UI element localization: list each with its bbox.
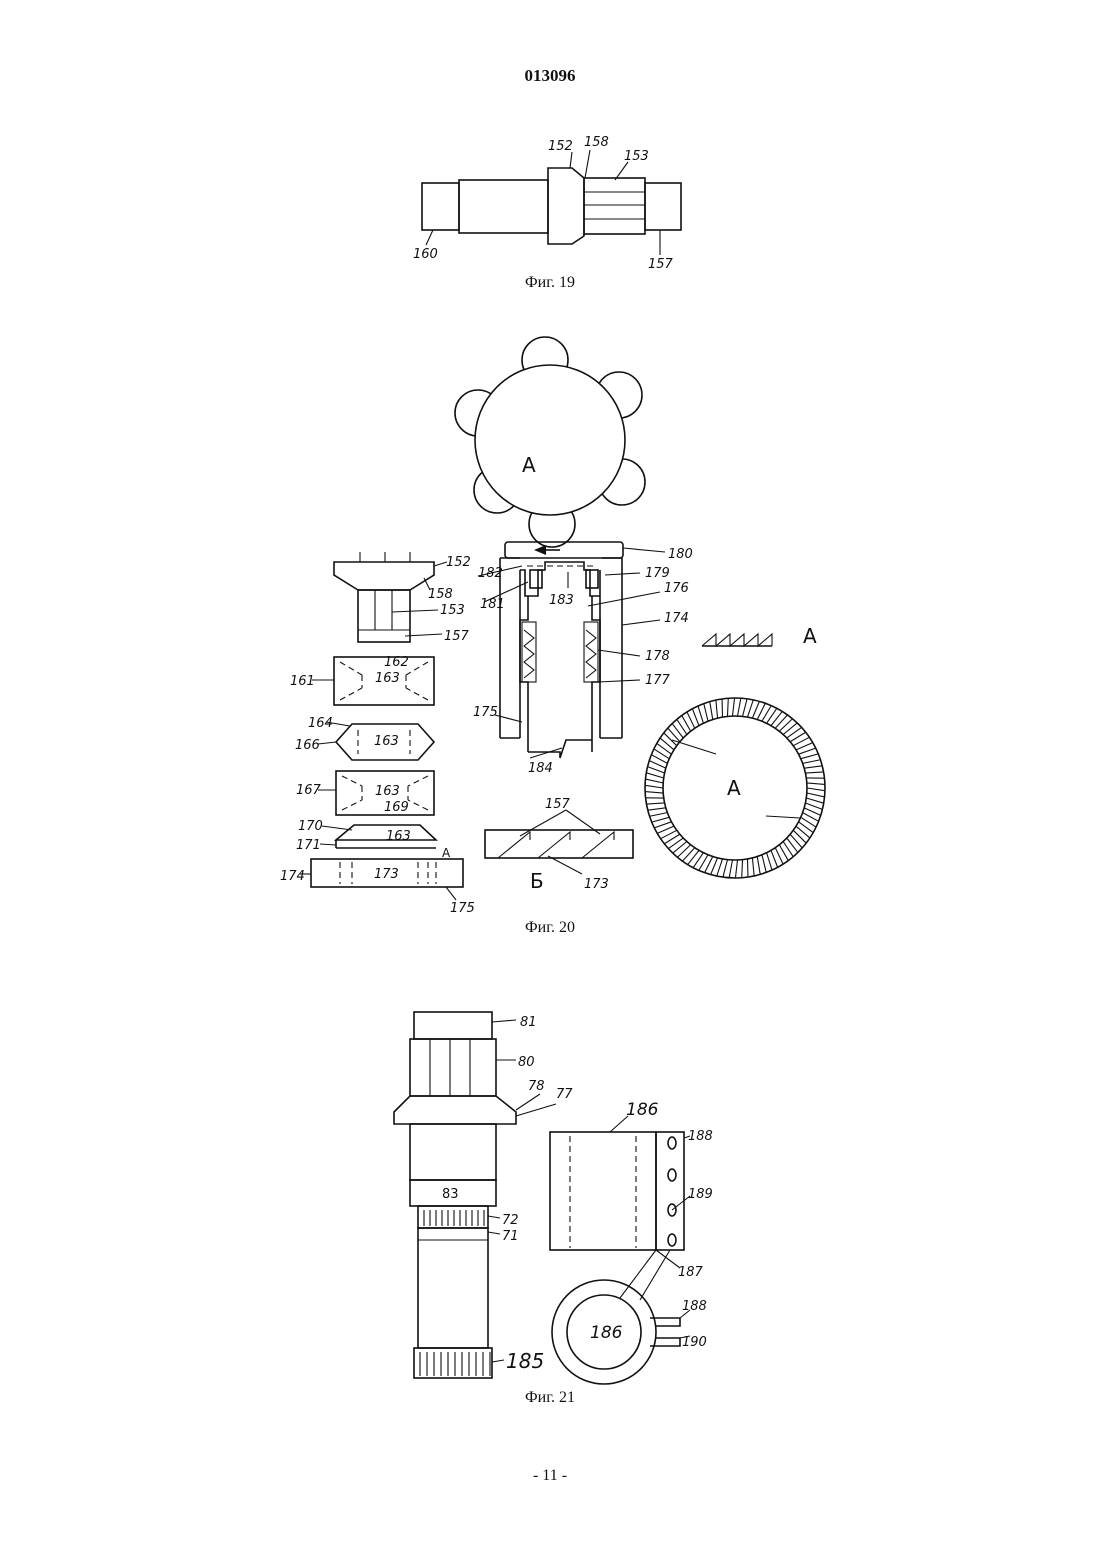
label-175: 175	[450, 901, 475, 916]
page-number: - 11 -	[0, 1467, 1100, 1485]
label-181: 181	[480, 597, 505, 612]
label-188-top: 188	[688, 1129, 713, 1144]
label-187: 187	[678, 1265, 704, 1280]
label-153-stack: 153	[440, 603, 465, 618]
figure-21-drawing: 81 80 78 77 83 72 71 185 186 188 189 187…	[0, 1000, 1100, 1390]
label-153: 153	[624, 149, 649, 164]
label-170: 170	[298, 819, 323, 834]
label-175-cylinder: 175	[473, 705, 498, 720]
label-83: 83	[442, 1187, 459, 1202]
bar-label-b: Б	[530, 869, 544, 893]
figure-21-caption: Фиг. 21	[0, 1389, 1100, 1407]
label-152: 152	[548, 139, 573, 154]
label-78: 78	[528, 1079, 545, 1094]
label-185: 185	[506, 1349, 544, 1373]
label-163-a: 163	[375, 671, 400, 686]
label-180: 180	[668, 547, 693, 562]
label-161: 161	[290, 674, 315, 689]
small-label-a: A	[442, 846, 451, 860]
label-183: 183	[549, 593, 574, 608]
figure-20-caption: Фиг. 20	[0, 919, 1100, 937]
label-182: 182	[478, 566, 503, 581]
label-169: 169	[384, 800, 409, 815]
label-163-b: 163	[374, 734, 399, 749]
label-177: 177	[645, 673, 671, 688]
ring-label-a: A	[727, 776, 741, 800]
label-174: 174	[280, 869, 305, 884]
label-77: 77	[556, 1087, 573, 1102]
label-164: 164	[308, 716, 333, 731]
label-171: 171	[296, 838, 321, 853]
label-157-stack: 157	[444, 629, 470, 644]
wheel-label-a: A	[522, 453, 536, 477]
wheel-disc	[475, 365, 625, 515]
label-72: 72	[502, 1213, 519, 1228]
label-158: 158	[584, 135, 609, 150]
label-158-stack: 158	[428, 587, 453, 602]
label-189: 189	[688, 1187, 713, 1202]
label-157-bar: 157	[545, 797, 571, 812]
label-190: 190	[682, 1335, 707, 1350]
label-166: 166	[295, 738, 320, 753]
label-163-c: 163	[375, 784, 400, 799]
label-157: 157	[648, 257, 674, 272]
label-184: 184	[528, 761, 553, 776]
label-186-clamp: 186	[626, 1100, 659, 1120]
label-179: 179	[645, 566, 670, 581]
figure-19-drawing: 152 158 153 160 157	[0, 0, 1100, 300]
label-186-ring: 186	[590, 1323, 623, 1343]
label-178: 178	[645, 649, 670, 664]
label-71: 71	[502, 1229, 519, 1244]
label-163-d: 163	[386, 829, 411, 844]
gear-teeth-72	[424, 1210, 484, 1226]
label-80: 80	[518, 1055, 535, 1070]
label-81: 81	[520, 1015, 537, 1030]
figure-19-caption: Фиг. 19	[0, 274, 1100, 292]
label-160: 160	[413, 247, 438, 262]
figure-20-drawing: A 180 182 179 176 181 183 174 178 177 17…	[0, 320, 1100, 920]
label-162: 162	[384, 655, 409, 670]
label-173-bar: 173	[584, 877, 609, 892]
label-176: 176	[664, 581, 689, 596]
label-173: 173	[374, 867, 399, 882]
gear-teeth-185	[420, 1352, 490, 1376]
label-167: 167	[296, 783, 322, 798]
label-188-ring: 188	[682, 1299, 707, 1314]
label-152-stack: 152	[446, 555, 471, 570]
teeth-label-a: A	[803, 624, 817, 648]
label-174-cylinder: 174	[664, 611, 689, 626]
